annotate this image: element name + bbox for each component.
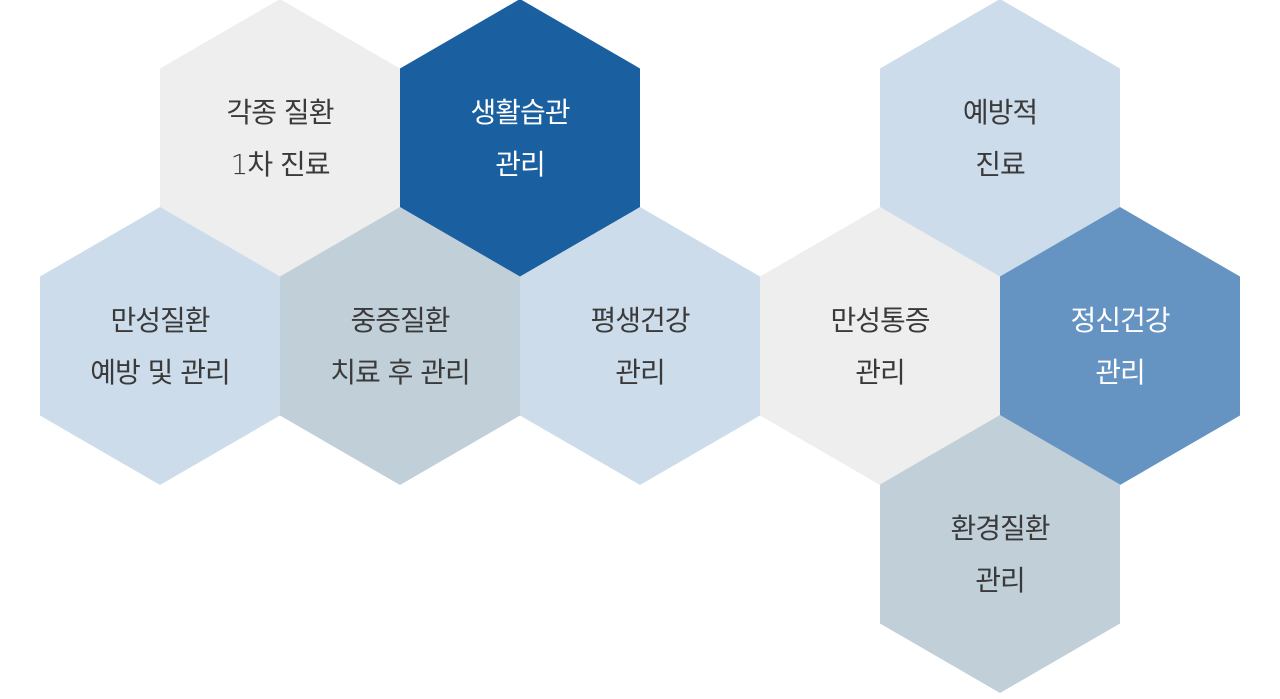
hexagon-label-line: 관리 xyxy=(855,356,905,389)
hexagon-shape xyxy=(520,207,760,485)
hexagon-label-line: 정신건강 xyxy=(1070,304,1169,337)
hexagon-label-line: 관리 xyxy=(975,564,1025,597)
hexagon-label-line: 관리 xyxy=(615,356,665,389)
hexagon-label-line: 각종 질환 xyxy=(227,96,334,129)
hexagon-shape xyxy=(400,0,640,277)
hexagon-label-line: 관리 xyxy=(1095,356,1145,389)
hexagon-label-line: 환경질환 xyxy=(950,512,1049,545)
hexagon-label-line: 예방 및 관리 xyxy=(90,356,230,389)
hexagon-label-line: 관리 xyxy=(495,148,545,181)
hexagon-label-line: 1차 진료 xyxy=(231,148,330,181)
hexagon-label-line: 치료 후 관리 xyxy=(330,356,470,389)
hexagon-label-line: 만성통증 xyxy=(830,304,929,337)
hexagon-label-line: 평생건강 xyxy=(590,304,689,337)
hexagon-label-line: 중증질환 xyxy=(350,304,449,337)
hexagon-label-line: 생활습관 xyxy=(470,96,569,129)
hexagon-shape xyxy=(1000,207,1240,485)
hexagon-shape xyxy=(880,0,1120,277)
hexagon-shape xyxy=(760,207,1000,485)
hexagon-shape xyxy=(40,207,280,485)
hexagon-label-line: 진료 xyxy=(975,148,1025,181)
hexagon-label-line: 만성질환 xyxy=(110,304,209,337)
hexagon-primary-care: 각종 질환 1차 진료 xyxy=(160,0,400,277)
hexagon-shape xyxy=(880,415,1120,693)
hexagon-shape xyxy=(160,0,400,277)
hexagon-label-line: 예방적 xyxy=(963,96,1037,129)
hexagon-shape xyxy=(280,207,520,485)
